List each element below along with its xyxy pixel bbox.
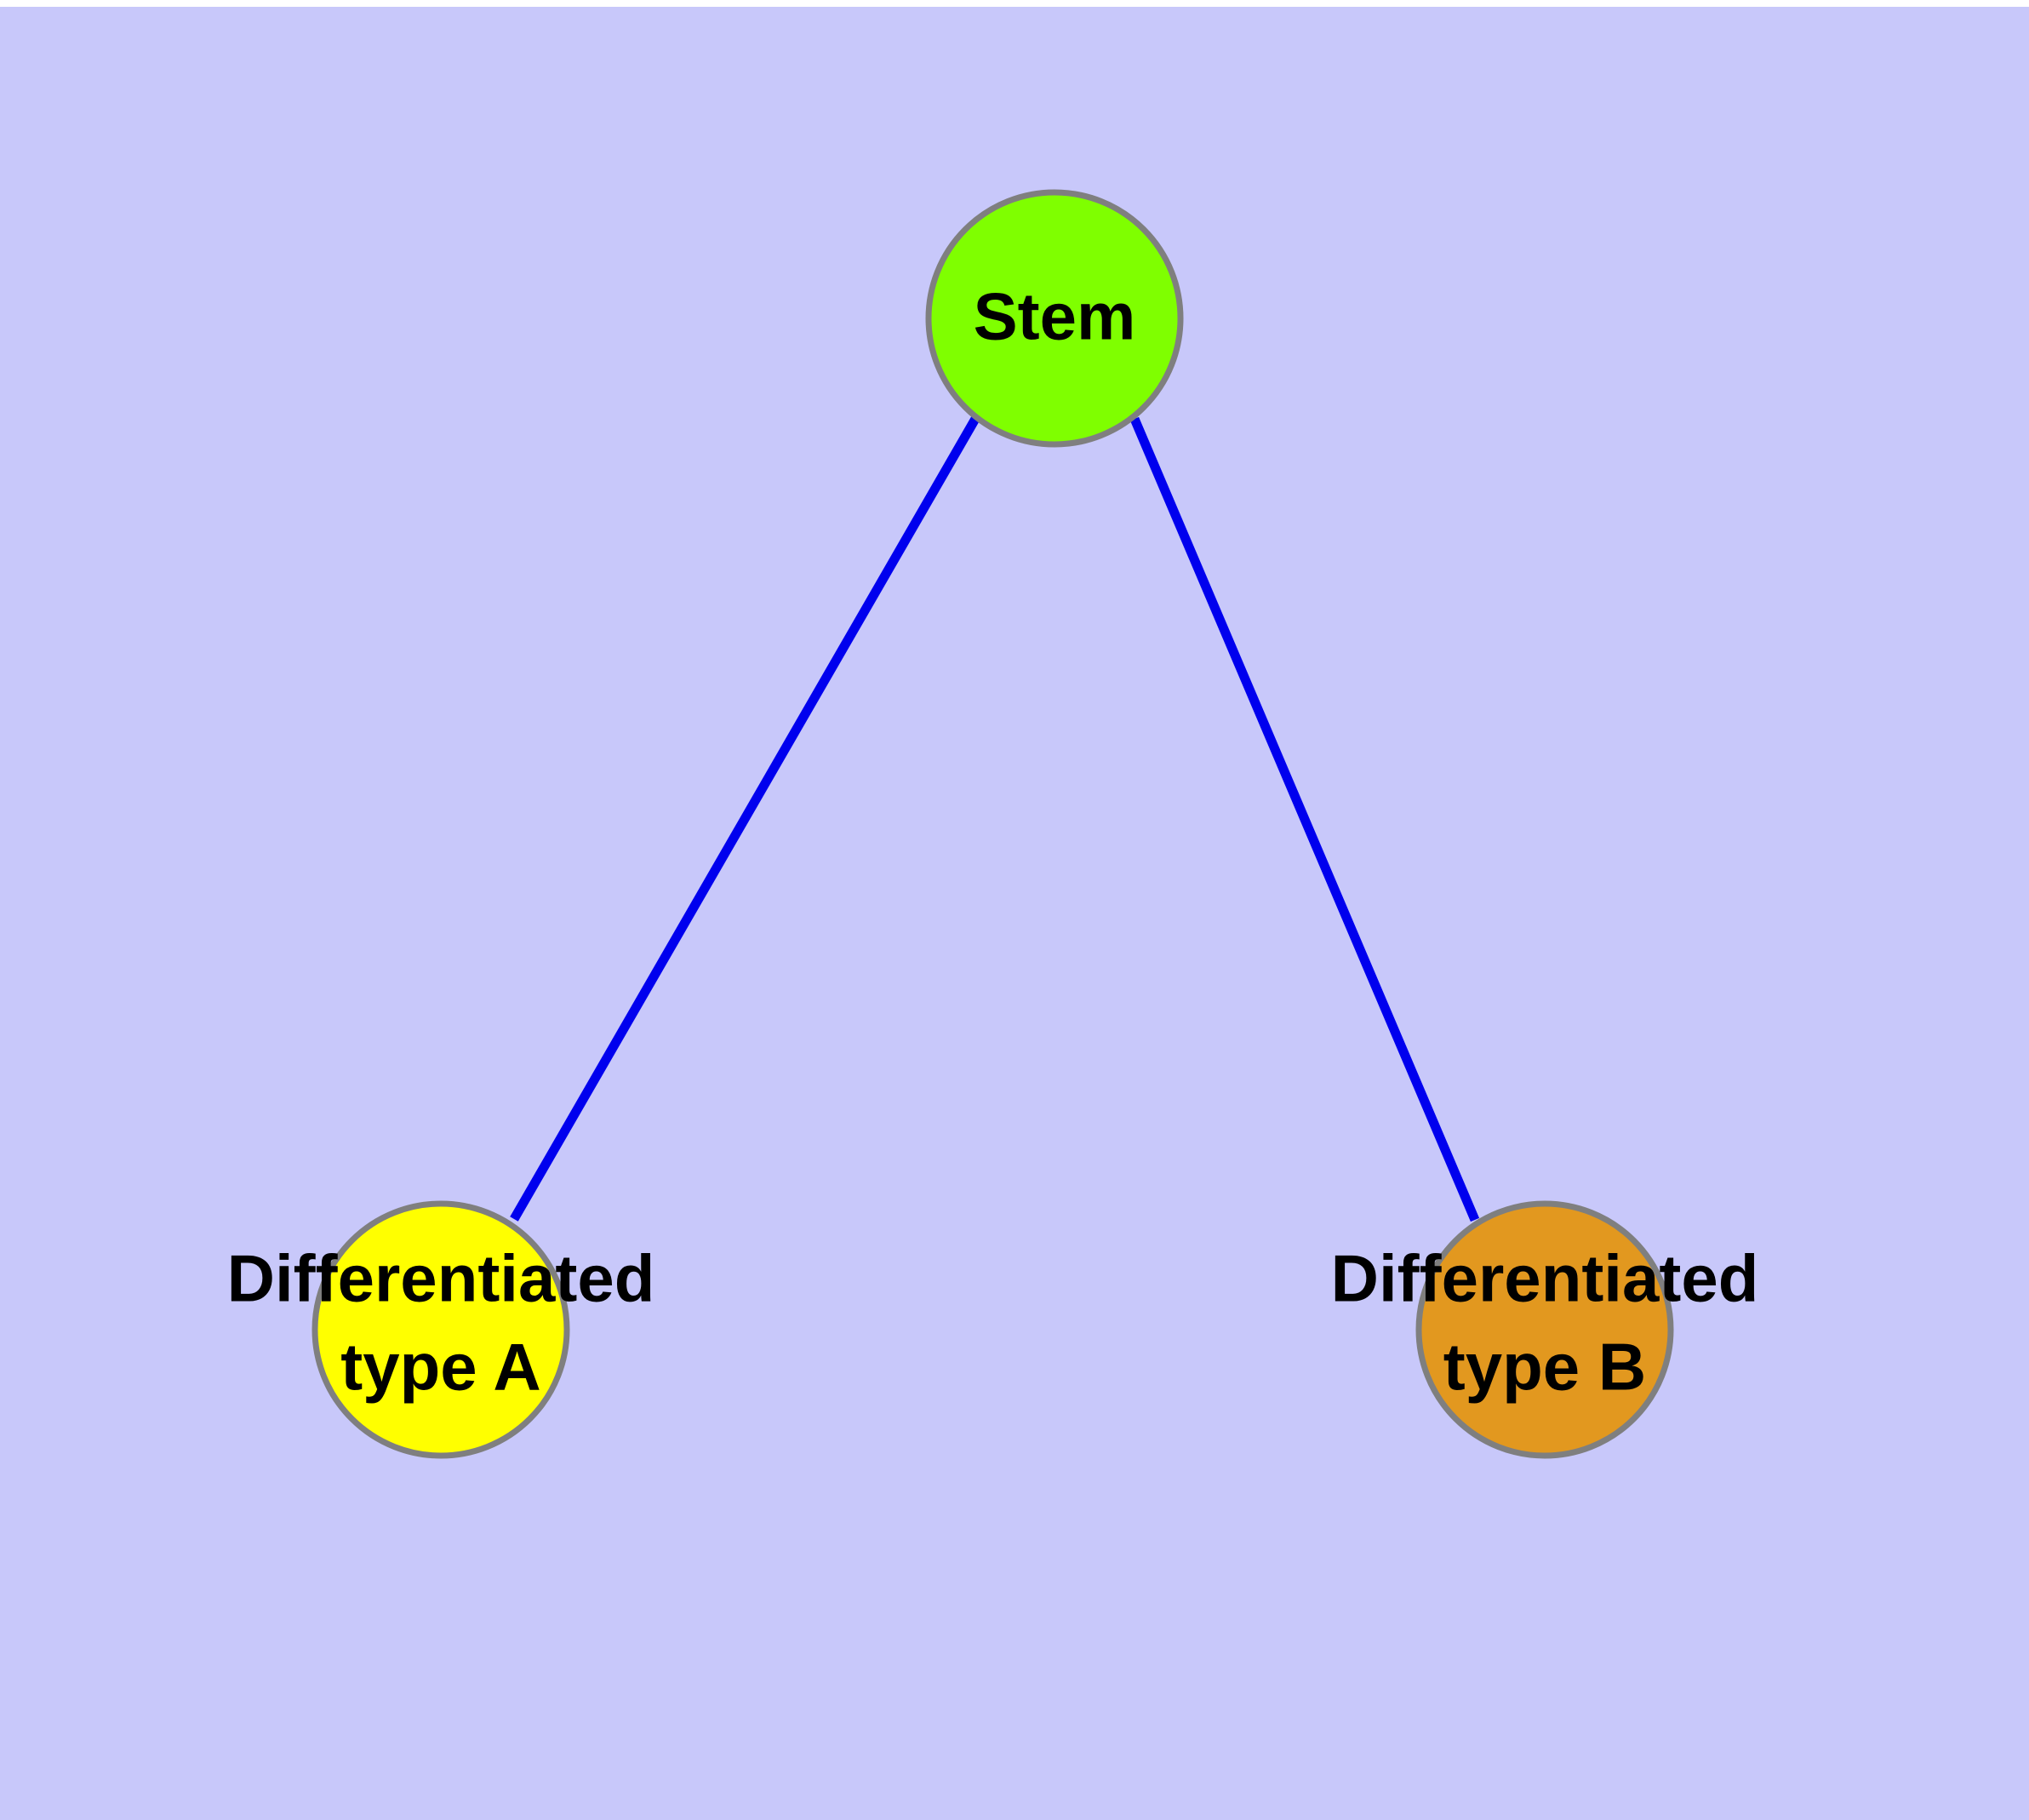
node-differentiated-type-a-circle[interactable] xyxy=(311,1200,570,1459)
node-differentiated-type-b-circle[interactable] xyxy=(1415,1200,1674,1459)
node-differentiated-type-a-label-line1: Differentiated xyxy=(227,1241,655,1316)
node-stem[interactable]: Stem xyxy=(925,189,1184,448)
node-differentiated-type-a-label-line2: type A xyxy=(340,1330,541,1405)
node-differentiated-type-b[interactable]: Differentiated type B xyxy=(1331,1200,1759,1459)
node-stem-circle[interactable] xyxy=(925,189,1184,448)
edge-stem-to-differentiated-type-a[interactable] xyxy=(510,416,980,1222)
node-stem-label: Stem xyxy=(974,279,1136,354)
node-group: Stem Differentiated type A Differentiate… xyxy=(227,189,1759,1459)
node-differentiated-type-a[interactable]: Differentiated type A xyxy=(227,1200,655,1459)
edge-group xyxy=(510,416,1480,1222)
node-differentiated-type-b-label-line1: Differentiated xyxy=(1331,1241,1759,1316)
node-differentiated-type-b-label-line2: type B xyxy=(1443,1330,1646,1405)
edge-stem-to-differentiated-type-b[interactable] xyxy=(1129,416,1480,1222)
